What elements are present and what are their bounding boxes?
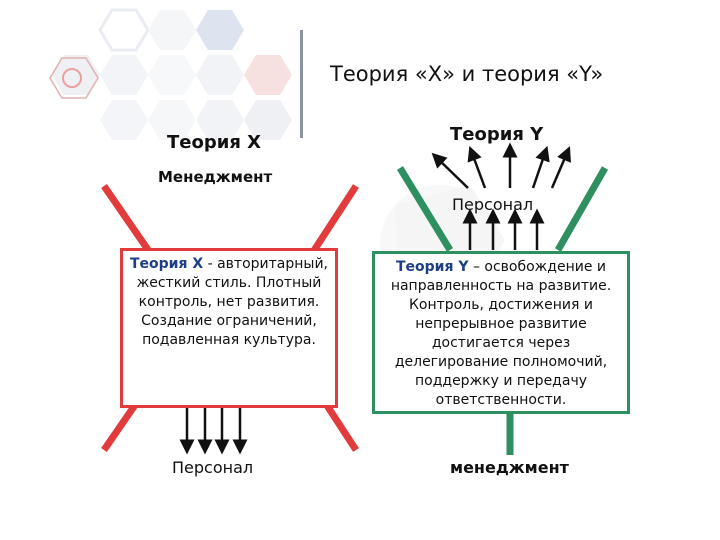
theory-x-header: Теория X xyxy=(167,132,262,153)
theory-x-box-keyword: Теория X xyxy=(129,256,204,272)
theory-x-description-box: Теория X - авторитарный, жесткий стиль. … xyxy=(120,248,338,408)
hexagon-decoration xyxy=(52,8,292,140)
theory-y-description-box: Теория Y – освобождение и направленность… xyxy=(372,251,630,414)
theory-x-box-text: - авторитарный, жесткий стиль. Плотный к… xyxy=(136,256,329,348)
theory-y-up-arrows xyxy=(431,142,571,189)
theory-y-header: Теория Y xyxy=(450,124,544,145)
theory-y-management-label: менеджмент xyxy=(450,458,569,477)
theory-y-personnel-arrows xyxy=(462,208,545,250)
theory-y-box-keyword: Теория Y xyxy=(396,259,469,275)
title-divider xyxy=(300,30,303,138)
logo-icon xyxy=(49,57,99,99)
theory-x-personnel-label: Персонал xyxy=(172,458,254,477)
theory-x-down-arrows xyxy=(179,408,248,455)
theory-y-v-lines xyxy=(397,166,609,455)
theory-x-management-label: Менеджмент xyxy=(158,168,273,186)
theory-y-box-text: – освобождение и направленность на разви… xyxy=(390,259,612,408)
page-title: Теория «X» и теория «Y» xyxy=(330,62,604,86)
theory-y-personnel-label: Персонал xyxy=(452,195,534,214)
